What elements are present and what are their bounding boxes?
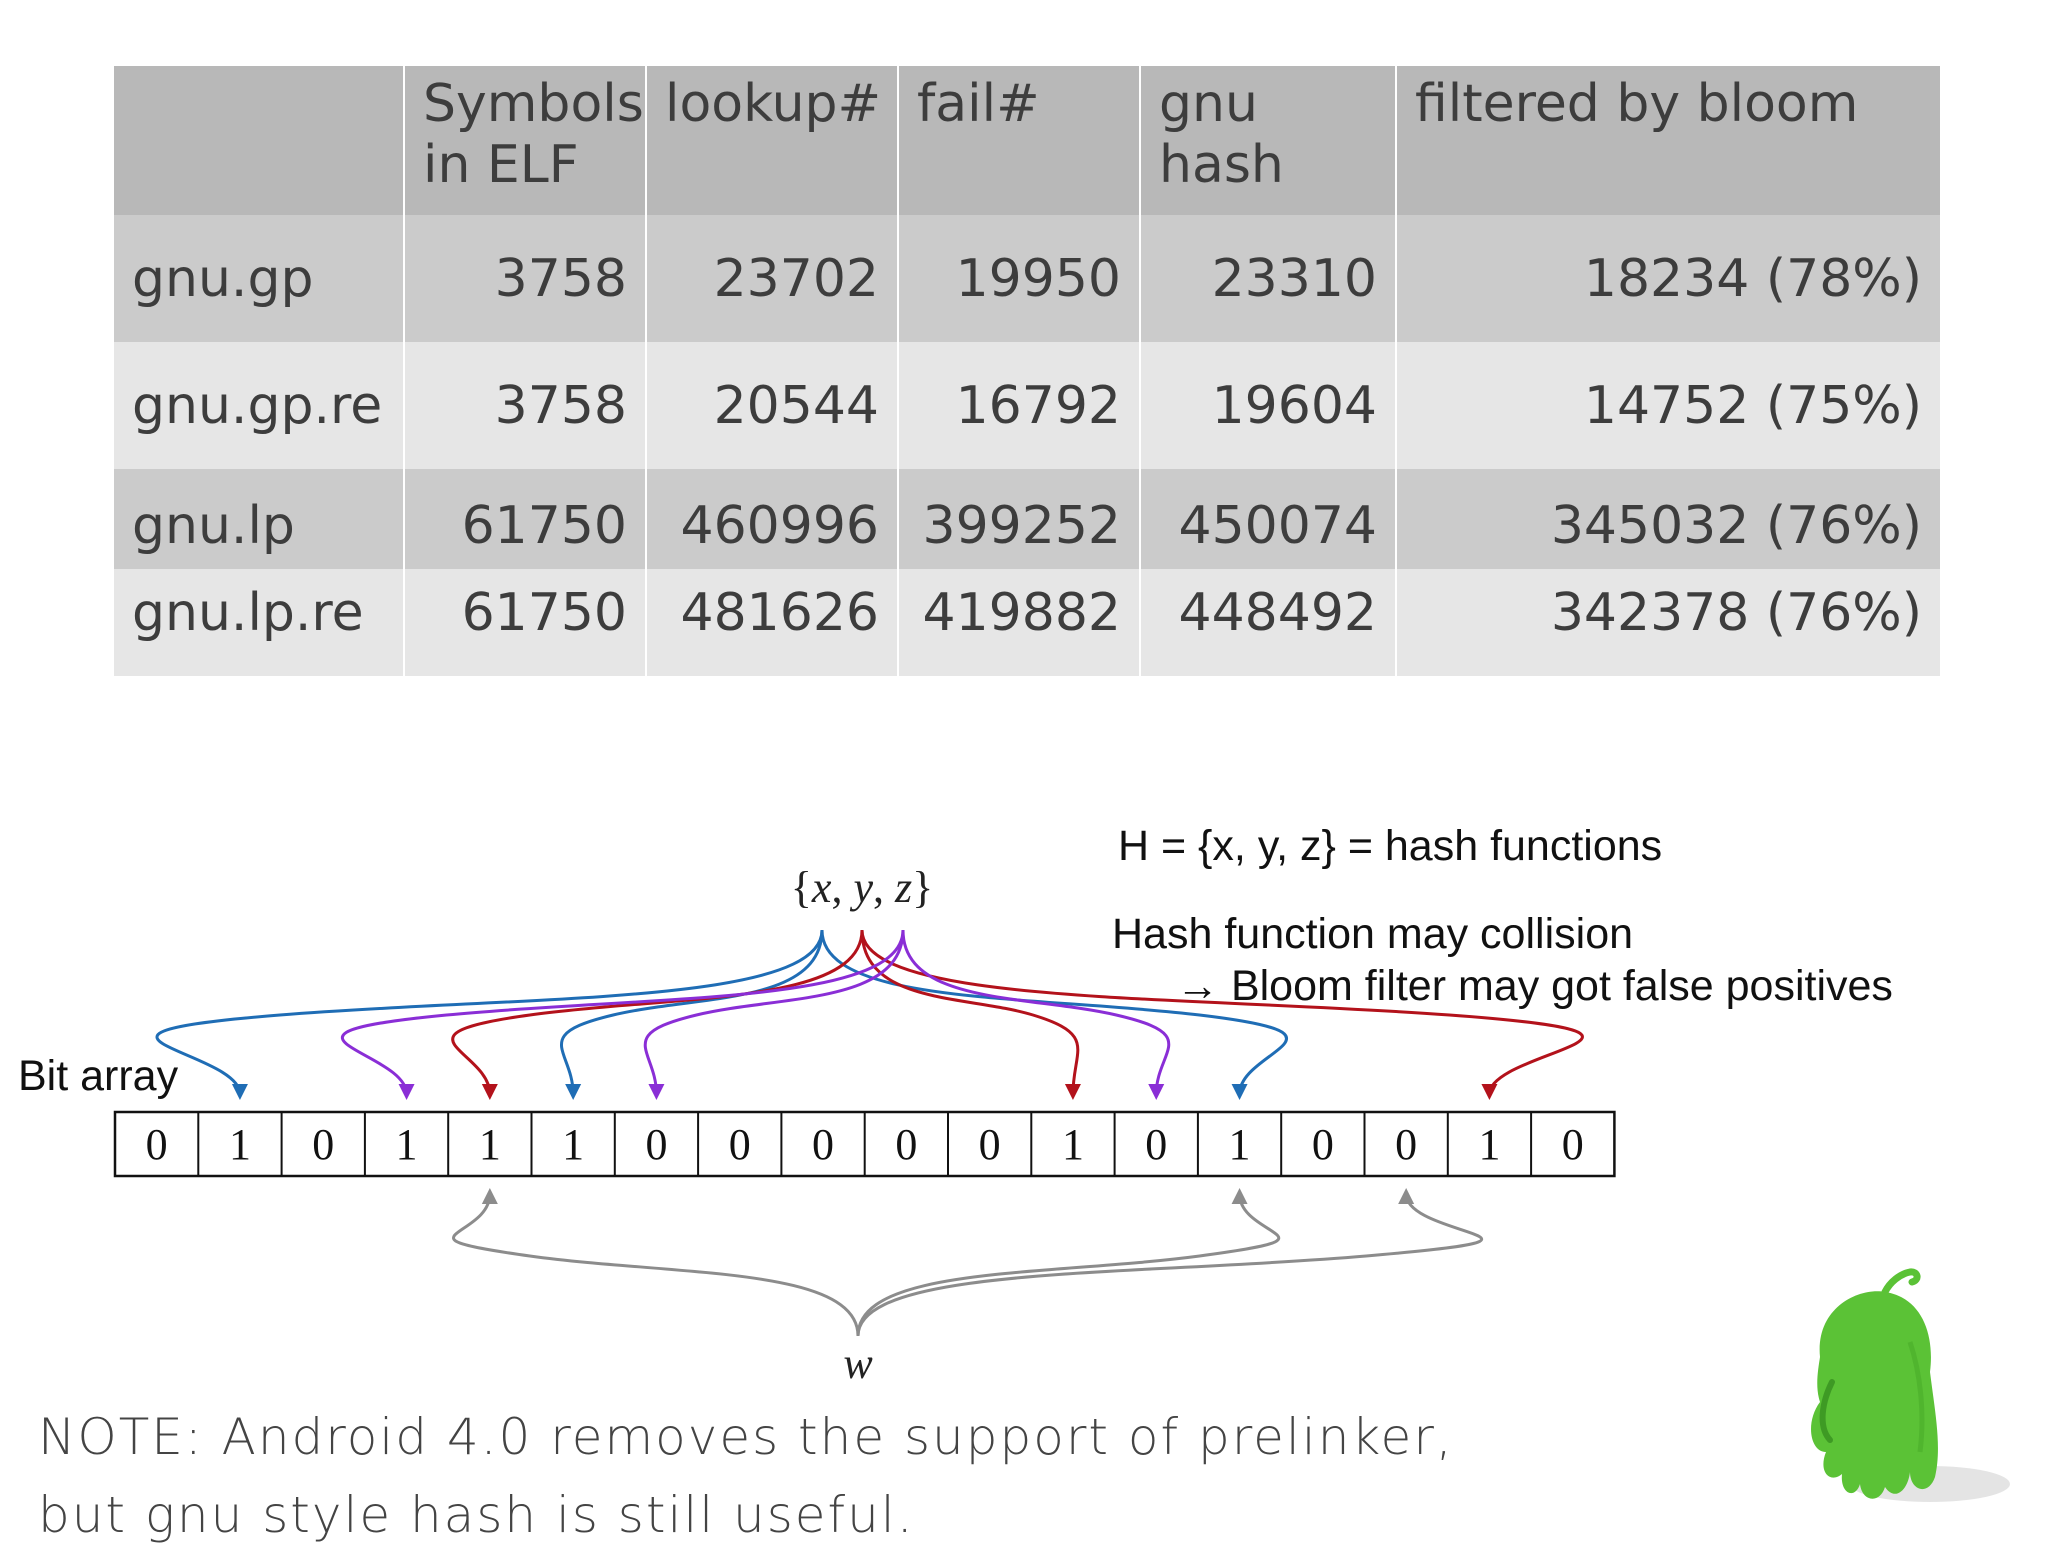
row-label: gnu.lp [114,469,405,569]
arrow-head [1148,1084,1165,1100]
cell-lookup: 481626 [646,569,899,676]
note-line-1: NOTE: Android 4.0 removes the support of… [38,1408,1454,1466]
hash-arrow-z [643,929,905,1095]
cell-fail: 19950 [898,215,1141,342]
cell-symbols: 61750 [404,469,647,569]
bit-cell: 1 [1229,1120,1251,1169]
row-label: gnu.gp.re [114,342,405,469]
note-line-2: but gnu style hash is still useful. [38,1486,915,1544]
android-droid-icon [1811,1268,2010,1502]
hash-arrows [155,929,1584,1337]
table-row: gnu.lp 61750 460996 399252 450074 345032… [114,469,1940,569]
cell-symbols: 3758 [404,342,647,469]
hash-arrow-y [860,929,1584,1095]
cell-gnu-hash: 23310 [1140,215,1397,342]
hash-arrow-y [860,929,1080,1095]
bit-cell: 0 [895,1120,917,1169]
hash-arrow-z [340,929,905,1095]
bit-cell: 1 [479,1120,501,1169]
cell-symbols: 61750 [404,569,647,676]
header-lookup: lookup# [646,66,899,215]
bit-cell: 0 [312,1120,334,1169]
bit-array-label: Bit array [18,1052,179,1100]
hash-arrow-x [820,929,1288,1095]
hash-arrow-x [559,929,824,1095]
arrow-head [648,1084,665,1100]
collision-text-line1: Hash function may collision [1112,910,1633,958]
bit-cell: 1 [1478,1120,1500,1169]
element-w-label: w [843,1339,873,1388]
element-arrow-w [452,1193,860,1337]
bit-cell: 0 [645,1120,667,1169]
arrow-head [398,1084,415,1100]
arrow-head [1481,1084,1498,1100]
cell-fail: 399252 [898,469,1141,569]
element-arrow-w [856,1193,1484,1337]
set-label: {x, y, z} [791,863,933,912]
cell-lookup: 20544 [646,342,899,469]
cell-lookup: 460996 [646,469,899,569]
cell-gnu-hash: 448492 [1140,569,1397,676]
cell-fail: 16792 [898,342,1141,469]
cell-lookup: 23702 [646,215,899,342]
header-gnu-hash: gnu hash [1140,66,1397,215]
hash-arrow-z [901,929,1171,1095]
arrow-head [1398,1188,1415,1204]
table-row: gnu.gp.re 3758 20544 16792 19604 14752 (… [114,342,1940,469]
bit-cell: 0 [1562,1120,1584,1169]
hash-arrow-x [155,929,824,1095]
arrow-head [1064,1084,1081,1100]
cell-fail: 419882 [898,569,1141,676]
header-fail: fail# [898,66,1141,215]
row-label: gnu.lp.re [114,569,405,676]
arrow-head [1231,1188,1248,1204]
cell-symbols: 3758 [404,215,647,342]
bit-cell: 0 [1395,1120,1417,1169]
bit-cell: 1 [396,1120,418,1169]
bit-cell: 1 [1062,1120,1084,1169]
cell-filtered: 345032 (76%) [1396,469,1940,569]
bit-cell: 0 [1145,1120,1167,1169]
bloom-filter-diagram: {x, y, z} H = {x, y, z} = hash functions… [18,822,1893,1388]
hash-definition-text: H = {x, y, z} = hash functions [1118,822,1662,870]
arrow-head [231,1084,248,1100]
cell-filtered: 342378 (76%) [1396,569,1940,676]
cell-gnu-hash: 19604 [1140,342,1397,469]
header-symbols-line2: in ELF [423,135,579,195]
bit-cell: 1 [229,1120,251,1169]
hash-arrow-y [451,929,864,1095]
arrow-head [565,1084,582,1100]
arrow-head [481,1188,498,1204]
cell-gnu-hash: 450074 [1140,469,1397,569]
header-empty [114,66,405,215]
row-label: gnu.gp [114,215,405,342]
bit-array: 0 1 0 1 1 1 0 0 0 0 0 1 0 1 0 0 1 0 [113,1110,1616,1178]
table-row: gnu.gp 3758 23702 19950 23310 18234 (78%… [114,215,1940,342]
header-filtered: filtered by bloom [1396,66,1940,215]
header-symbols-line1: Symbols [423,74,644,134]
collision-text-line2: → Bloom filter may got false positives [1176,962,1893,1010]
element-arrow-w [856,1193,1281,1337]
note-text: NOTE: Android 4.0 removes the support of… [38,1398,1454,1554]
bit-cell: 0 [146,1120,168,1169]
bit-cell: 0 [729,1120,751,1169]
bit-cell: 0 [1312,1120,1334,1169]
cell-filtered: 18234 (78%) [1396,215,1940,342]
bit-cell: 0 [812,1120,834,1169]
table-row: gnu.lp.re 61750 481626 419882 448492 342… [114,569,1940,676]
bit-cell: 1 [562,1120,584,1169]
cell-filtered: 14752 (75%) [1396,342,1940,469]
arrow-head [481,1084,498,1100]
bit-cell: 0 [979,1120,1001,1169]
arrow-head [1231,1084,1248,1100]
